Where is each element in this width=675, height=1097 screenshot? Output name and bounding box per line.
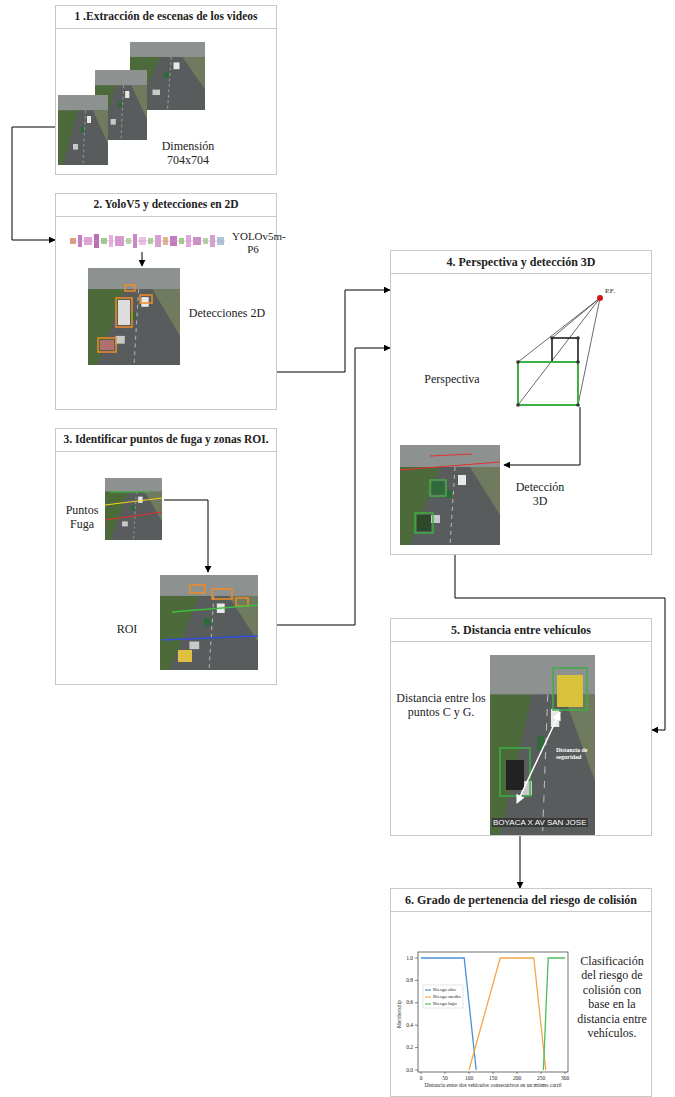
detection-3d-photo xyxy=(400,445,500,545)
free-label: 100 xyxy=(461,1075,477,1081)
panel-text: Perspectiva xyxy=(413,372,491,386)
panel-title: 6. Grado de pertenencia del riesgo de co… xyxy=(391,889,651,912)
step-arrow xyxy=(164,500,208,572)
free-label: 50 xyxy=(437,1075,453,1081)
detections-2d-photo xyxy=(88,268,180,365)
panel-title: 3. Identificar puntos de fuga y zonas RO… xyxy=(56,429,276,452)
flow-arrow xyxy=(277,348,390,625)
panel-box: 4. Perspectiva y detección 3D Perspectiva… xyxy=(390,250,652,555)
network-strip xyxy=(70,234,225,248)
free-label: 300 xyxy=(557,1075,573,1081)
legend-text: Riesgo alto xyxy=(433,987,456,992)
vanishing-points-photo xyxy=(105,478,162,540)
flow-arrow xyxy=(455,555,665,730)
free-label: Distancia de seguridad xyxy=(556,747,596,761)
legend-text: Riesgo bajo xyxy=(433,1001,457,1006)
panel-text: YOLOv5m-P6 xyxy=(232,230,274,256)
free-label: 0.4 xyxy=(400,1022,413,1028)
panel-text: Detección 3D xyxy=(508,480,572,509)
perspective-figure xyxy=(516,295,603,407)
free-label: Membership xyxy=(396,984,402,1044)
panel-title: 5. Distancia entre vehículos xyxy=(391,619,651,642)
panel-title: 2. YoloV5 y detecciones en 2D xyxy=(56,194,276,217)
membership-chart xyxy=(415,952,568,1074)
step-arrow xyxy=(504,407,580,465)
free-label: 0.8 xyxy=(400,977,413,983)
flow-arrow xyxy=(277,290,390,372)
panel-text: Puntos Fuga xyxy=(60,503,104,532)
panel-text: ROI xyxy=(112,622,142,636)
distance-photo xyxy=(490,655,595,835)
free-label: 0 xyxy=(413,1075,429,1081)
roi-photo xyxy=(160,575,258,670)
legend-entry: Riesgo medio xyxy=(433,994,461,1000)
legend-entry: Riesgo bajo xyxy=(433,1001,457,1007)
legend-entry: Riesgo alto xyxy=(433,987,456,993)
panel-text: Clasificación del riesgo de colisión con… xyxy=(577,954,647,1040)
panel-box: 6. Grado de pertenencia del riesgo de co… xyxy=(390,888,652,1097)
free-label: 0.6 xyxy=(400,999,413,1005)
step-arrow xyxy=(142,252,143,266)
free-label: 200 xyxy=(509,1075,525,1081)
panel-title: 4. Perspectiva y detección 3D xyxy=(391,251,651,274)
free-label: Distancia entre dos vehículos consecutiv… xyxy=(410,1082,576,1088)
panel-box: 5. Distancia entre vehículosDistancia en… xyxy=(390,618,652,836)
free-label: 150 xyxy=(485,1075,501,1081)
legend-text: Riesgo medio xyxy=(433,994,461,999)
free-label: 1.0 xyxy=(400,955,413,961)
flow-arrow xyxy=(520,836,521,888)
panel-title: 1 .Extracción de escenas de los videos xyxy=(56,6,276,29)
free-label: BOYACA X AV SAN JOSE xyxy=(492,818,588,827)
flow-arrow xyxy=(12,127,55,240)
free-label: P.F. xyxy=(605,287,615,295)
panel-text: Dimensión 704x704 xyxy=(154,139,222,168)
free-label: 250 xyxy=(533,1075,549,1081)
panel-box: 2. YoloV5 y detecciones en 2D YOLOv5m-P6D… xyxy=(55,193,277,410)
panel-box: 1 .Extracción de escenas de los videosDi… xyxy=(55,5,277,175)
panel-box: 3. Identificar puntos de fuga y zonas RO… xyxy=(55,428,277,685)
panel-text: Distancia entre los puntos C y G. xyxy=(395,691,487,720)
free-label: 0.2 xyxy=(400,1044,413,1050)
free-label: 0.0 xyxy=(400,1067,413,1073)
panel-text: Detecciones 2D xyxy=(184,306,270,320)
